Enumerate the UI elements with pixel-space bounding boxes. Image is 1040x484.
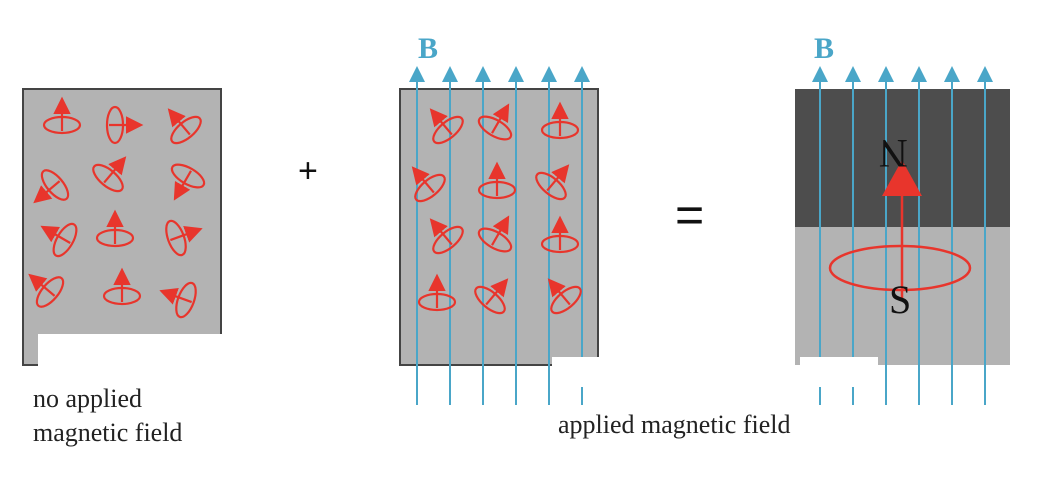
field-symbol-label: B [814, 32, 834, 66]
caption-mask [800, 357, 878, 387]
north-pole-label: N [879, 130, 908, 177]
resulting-magnet-panel [795, 70, 1010, 405]
plus-operator: + [298, 152, 318, 191]
applied-field-panel [400, 70, 602, 405]
south-pole-label: S [889, 276, 911, 323]
equals-operator: = [675, 186, 704, 244]
field-symbol-label: B [418, 32, 438, 66]
caption-mask [38, 334, 228, 374]
no-field-caption-line2: magnetic field [33, 418, 182, 448]
unmagnetized-panel [20, 89, 228, 374]
material-block [400, 89, 598, 365]
applied-field-caption: applied magnetic field [558, 410, 790, 440]
no-field-caption-line1: no applied [33, 384, 142, 414]
caption-mask [552, 357, 602, 387]
